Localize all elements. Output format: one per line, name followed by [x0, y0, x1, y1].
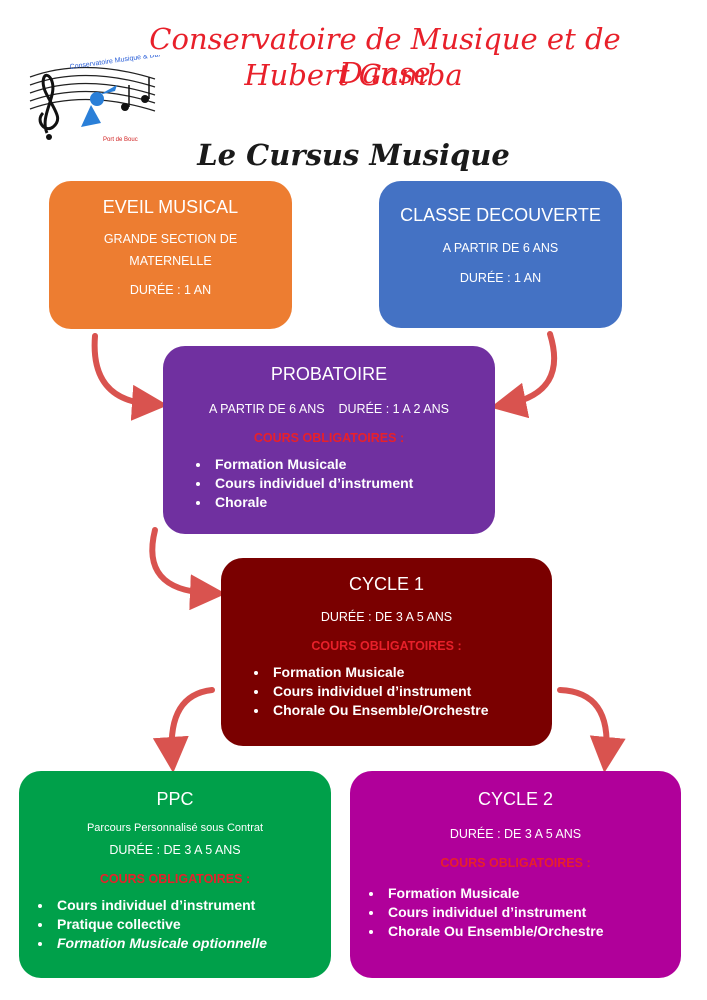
box-title: CYCLE 2 [477, 789, 554, 809]
list-item: Cours individuel d’instrument [384, 903, 681, 922]
conservatoire-logo: Conservatoire Musique & Danse Port de Bo… [29, 55, 160, 143]
page-title-name: Hubert Gamba [244, 58, 463, 92]
page-title: Conservatoire de Musique et de Danse [149, 22, 621, 90]
arrow-decouverte-to-probatoire [490, 331, 558, 419]
arrow-cycle1-to-cycle2 [557, 687, 626, 773]
box-cycle-1: CYCLE 1 DURÉE : DE 3 A 5 ANS COURS OBLIG… [221, 558, 552, 746]
list-item: Chorale Ou Ensemble/Orchestre [384, 922, 681, 941]
box-title: CLASSE DECOUVERTE [400, 205, 601, 225]
course-list: Formation Musicale Cours individuel d’in… [163, 455, 495, 512]
arrow-probatoire-to-cycle1 [149, 527, 226, 611]
list-item: Cours individuel d’instrument [211, 474, 495, 493]
list-item: Cours individuel d’instrument [269, 682, 552, 701]
required-label: COURS OBLIGATOIRES : [253, 431, 405, 445]
arrow-cycle1-to-ppc [152, 687, 215, 773]
box-title: PPC [156, 789, 194, 809]
svg-text:Conservatoire Musique & Danse: Conservatoire Musique & Danse [69, 55, 160, 71]
arrow-eveil-to-probatoire [91, 333, 168, 421]
box-title: CYCLE 1 [348, 574, 425, 594]
required-label: COURS OBLIGATOIRES : [99, 872, 251, 886]
list-item: Formation Musicale [211, 455, 495, 474]
box-line: A PARTIR DE 6 ANS DURÉE : 1 A 2 ANS [209, 402, 449, 416]
box-duration: DURÉE : 1 AN [129, 283, 212, 297]
required-label: COURS OBLIGATOIRES : [311, 639, 462, 653]
box-title: PROBATOIRE [270, 364, 388, 384]
course-list: Formation Musicale Cours individuel d’in… [350, 884, 681, 941]
box-cycle-2: CYCLE 2 DURÉE : DE 3 A 5 ANS COURS OBLIG… [350, 771, 681, 978]
box-line: Parcours Personnalisé sous Contrat [86, 822, 264, 834]
course-list: Formation Musicale Cours individuel d’in… [221, 663, 552, 720]
list-item: Formation Musicale [269, 663, 552, 682]
box-duration: DURÉE : DE 3 A 5 ANS [320, 610, 453, 624]
box-line: A PARTIR DE 6 ANS [442, 241, 559, 255]
course-list: Cours individuel d’instrument Pratique c… [19, 896, 331, 953]
list-item: Formation Musicale [384, 884, 681, 903]
cursus-title: Le Cursus Musique [197, 138, 510, 172]
box-ppc: PPC Parcours Personnalisé sous Contrat D… [19, 771, 331, 978]
box-duration: DURÉE : DE 3 A 5 ANS [109, 843, 241, 857]
svg-text:Port de Bouc: Port de Bouc [103, 137, 138, 143]
box-probatoire: PROBATOIRE A PARTIR DE 6 ANS DURÉE : 1 A… [163, 346, 495, 534]
required-label: COURS OBLIGATOIRES : [440, 856, 591, 870]
list-item: Chorale Ou Ensemble/Orchestre [269, 701, 552, 720]
list-item: Pratique collective [53, 915, 331, 934]
box-title: EVEIL MUSICAL [102, 197, 239, 217]
list-item: Formation Musicale optionnelle [53, 934, 331, 953]
box-duration: DURÉE : 1 AN [459, 271, 542, 285]
box-classe-decouverte: CLASSE DECOUVERTE A PARTIR DE 6 ANS DURÉ… [379, 181, 622, 328]
list-item: Chorale [211, 493, 495, 512]
box-duration: DURÉE : DE 3 A 5 ANS [449, 827, 582, 841]
list-item: Cours individuel d’instrument [53, 896, 331, 915]
